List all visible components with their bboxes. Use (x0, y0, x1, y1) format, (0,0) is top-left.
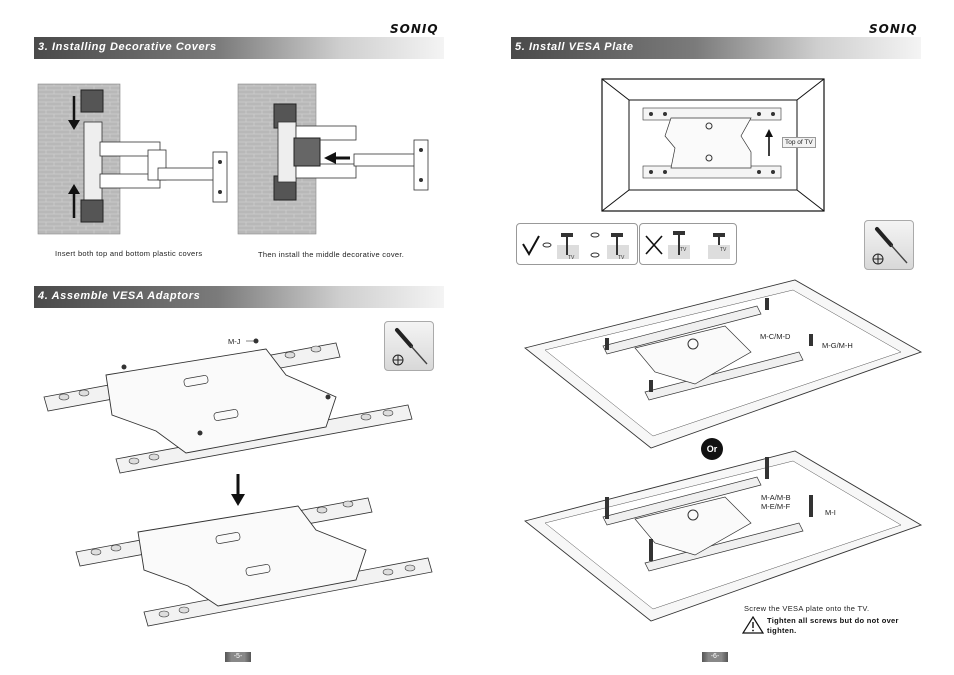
label-m-a-m-b: M-A/M-B (761, 493, 791, 502)
page-number-right: -6- (702, 652, 728, 662)
brand-logo: SONIQ (390, 22, 439, 36)
section-3-header: 3. Installing Decorative Covers (34, 37, 444, 59)
screwdriver-icon (392, 328, 428, 366)
left-page: SONIQ 3. Installing Decorative Covers (34, 22, 444, 662)
arrow-down-icon (231, 474, 245, 506)
screwdriver-tool-box (384, 321, 434, 371)
section-5-title: 5. Install VESA Plate (515, 41, 634, 53)
wrong-screw-icon: TV TV (668, 231, 730, 259)
label-m-i: M-I (825, 508, 836, 517)
screwdriver-icon-right (872, 227, 908, 265)
vesa-adaptor-assembly-illustration (43, 338, 413, 474)
section-4-header: 4. Assemble VESA Adaptors (34, 286, 444, 308)
screw-washer-icon: TV TV (542, 232, 629, 261)
cross-icon (645, 235, 663, 255)
correct-screw-panel: TV TV (516, 223, 638, 265)
page-number-left: -5- (225, 652, 251, 662)
tv-label-4: TV (720, 247, 727, 253)
label-m-g-m-h: M-G/M-H (822, 341, 853, 350)
vesa-adaptor-assembled-illustration (75, 497, 433, 627)
section-5-caption: Screw the VESA plate onto the TV. (744, 604, 870, 613)
arrow-up-icon (765, 129, 773, 156)
tv-vesa-install-option-a-illustration (524, 279, 923, 449)
decorative-covers-step2-illustration (237, 83, 429, 235)
tv-vesa-install-option-b-illustration (524, 450, 923, 622)
brand-logo-right: SONIQ (869, 22, 918, 36)
section-4-title: 4. Assemble VESA Adaptors (38, 290, 201, 302)
decorative-covers-step1-illustration (37, 83, 228, 235)
warning-icon (741, 615, 765, 634)
label-m-j: M-J (228, 337, 241, 346)
section-3-caption-right: Then install the middle decorative cover… (258, 250, 405, 259)
section-3-caption-left: Insert both top and bottom plastic cover… (55, 249, 203, 258)
or-badge: Or (701, 438, 723, 460)
section-3-title: 3. Installing Decorative Covers (38, 41, 217, 53)
section-5-header: 5. Install VESA Plate (511, 37, 921, 59)
screwdriver-tool-box-right (864, 220, 914, 270)
label-m-e-m-f: M-E/M-F (761, 502, 791, 511)
warning-text: Tighten all screws but do not over tight… (767, 616, 899, 635)
label-m-c-m-d: M-C/M-D (760, 332, 791, 341)
checkmark-icon (522, 235, 540, 256)
right-page: SONIQ 5. Install VESA Plate Top of TV (477, 0, 954, 675)
top-of-tv-label: Top of TV (782, 137, 816, 148)
tv-label-1: TV (568, 255, 575, 261)
incorrect-screw-panel: TV TV (639, 223, 737, 265)
tv-label-3: TV (680, 247, 687, 253)
tv-label-2: TV (618, 255, 625, 261)
